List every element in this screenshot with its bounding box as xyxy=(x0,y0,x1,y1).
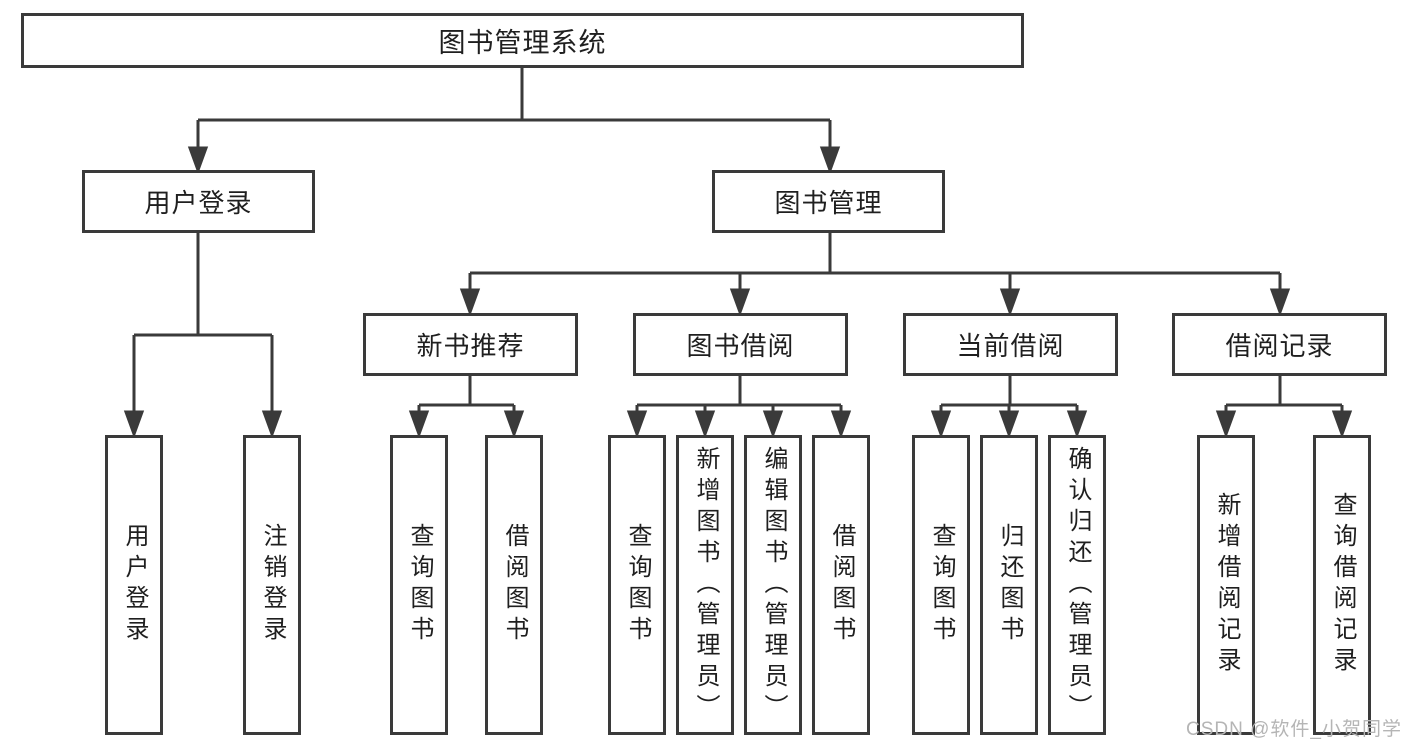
node-new-book-recommend: 新书推荐 xyxy=(363,313,578,376)
csdn-watermark: CSDN @软件_小贺同学 xyxy=(1186,719,1402,740)
edge-root-to-level2 xyxy=(187,68,841,175)
node-leaf-add-books-admin: 新增图书（管理员） xyxy=(676,435,734,735)
node-root-system: 图书管理系统 xyxy=(21,13,1024,68)
node-user-login: 用户登录 xyxy=(82,170,315,233)
node-leaf-user-login: 用户登录 xyxy=(105,435,163,735)
edge-new-books-children xyxy=(408,376,525,439)
node-leaf-edit-books-admin: 编辑图书（管理员） xyxy=(744,435,802,735)
node-leaf-logout: 注销登录 xyxy=(243,435,301,735)
edge-borrow-records-children xyxy=(1215,376,1353,439)
node-leaf-borrow-books-2: 借阅图书 xyxy=(812,435,870,735)
node-borrowing-records: 借阅记录 xyxy=(1172,313,1387,376)
node-leaf-query-books-2: 查询图书 xyxy=(608,435,666,735)
node-leaf-return-books: 归还图书 xyxy=(980,435,1038,735)
node-book-borrowing: 图书借阅 xyxy=(633,313,848,376)
edge-user-login-children xyxy=(123,233,283,439)
node-current-borrowing: 当前借阅 xyxy=(903,313,1118,376)
node-leaf-query-books-3: 查询图书 xyxy=(912,435,970,735)
edge-current-borrow-children xyxy=(930,376,1088,439)
node-leaf-confirm-return-admin: 确认归还（管理员） xyxy=(1048,435,1106,735)
node-leaf-borrow-books-1: 借阅图书 xyxy=(485,435,543,735)
node-leaf-add-borrow-record: 新增借阅记录 xyxy=(1197,435,1255,735)
node-leaf-query-books-1: 查询图书 xyxy=(390,435,448,735)
edge-book-mgmt-to-level3 xyxy=(459,233,1291,317)
node-leaf-query-borrow-record: 查询借阅记录 xyxy=(1313,435,1371,735)
node-book-management: 图书管理 xyxy=(712,170,945,233)
edge-borrowing-children xyxy=(626,376,852,439)
